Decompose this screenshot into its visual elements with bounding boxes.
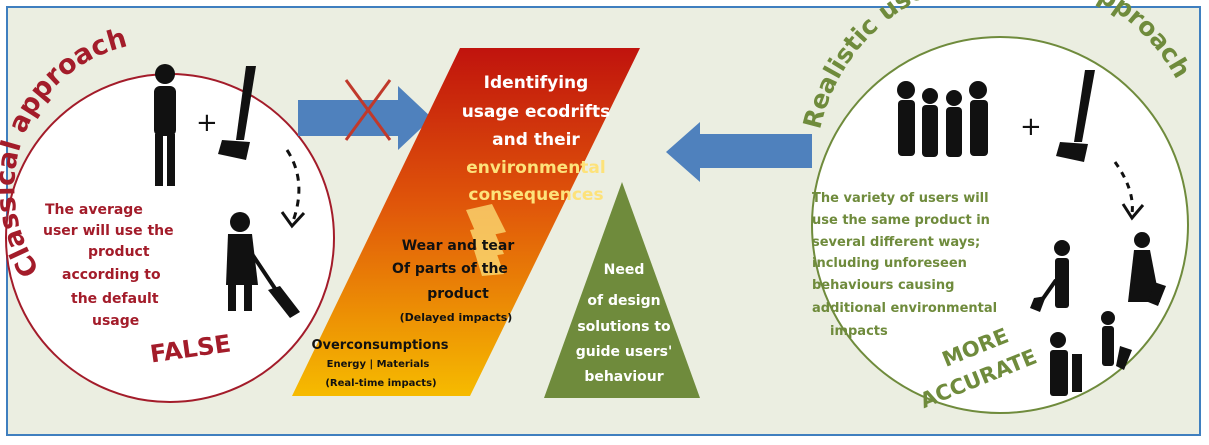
- center-heading: Identifying usage ecodrifts and their en…: [462, 73, 611, 205]
- svg-text:several different ways;: several different ways;: [812, 235, 980, 250]
- realistic-arrow: [666, 122, 812, 182]
- svg-text:impacts: impacts: [830, 324, 888, 339]
- svg-text:use the same product in: use the same product in: [812, 213, 990, 228]
- svg-text:usage: usage: [92, 313, 139, 329]
- svg-text:consequences: consequences: [468, 185, 603, 205]
- walking-person-icon: [154, 64, 176, 186]
- dashed-curved-arrow-icon-right: [1113, 161, 1145, 221]
- design-needs-triangle: [544, 182, 700, 398]
- vacuum-cleaner-icon-right: [1056, 70, 1095, 162]
- highlight-chevrons: [466, 204, 506, 276]
- ecodrift-parallelogram: [292, 48, 640, 396]
- plus-sign-right: +: [1020, 112, 1042, 142]
- plus-sign-left: +: [196, 108, 218, 138]
- varied-users-vacuuming-icon: [1030, 232, 1166, 396]
- svg-text:The variety of users will: The variety of users will: [812, 191, 989, 206]
- overconsumption-text: Overconsumptions Energy | Materials (Rea…: [311, 338, 448, 389]
- svg-text:the default: the default: [71, 291, 159, 307]
- svg-text:Need: Need: [604, 262, 645, 278]
- cross-out-icon: [344, 79, 392, 141]
- svg-text:behaviour: behaviour: [584, 369, 663, 385]
- svg-text:(Delayed impacts): (Delayed impacts): [400, 311, 513, 324]
- classical-arrow: [298, 86, 432, 150]
- svg-text:Energy | Materials: Energy | Materials: [327, 359, 430, 370]
- svg-text:behaviours causing: behaviours causing: [812, 278, 954, 293]
- dashed-curved-arrow-icon-left: [280, 149, 306, 229]
- classical-description: The average user will use the product ac…: [43, 202, 174, 329]
- svg-text:guide users': guide users': [576, 344, 673, 360]
- svg-text:Overconsumptions: Overconsumptions: [311, 338, 448, 353]
- svg-text:including unforeseen: including unforeseen: [812, 256, 967, 271]
- svg-text:of design: of design: [587, 293, 660, 309]
- svg-text:user will use the: user will use the: [43, 223, 174, 239]
- svg-text:product: product: [427, 286, 489, 302]
- svg-text:according to: according to: [62, 267, 161, 283]
- svg-text:solutions to: solutions to: [577, 319, 671, 335]
- group-of-people-icon: [897, 81, 988, 157]
- svg-text:Wear and tear: Wear and tear: [402, 238, 515, 254]
- svg-text:Of parts of the: Of parts of the: [392, 261, 508, 277]
- svg-text:usage ecodrifts: usage ecodrifts: [462, 102, 611, 122]
- wear-and-tear-text: Wear and tear Of parts of the product (D…: [392, 238, 514, 324]
- realistic-description: The variety of users will use the same p…: [812, 191, 997, 339]
- svg-text:additional environmental: additional environmental: [812, 301, 997, 316]
- triangle-text: Need of design solutions to guide users'…: [576, 262, 673, 385]
- person-vacuuming-icon-left: [226, 212, 300, 318]
- vacuum-cleaner-icon-left: [218, 66, 256, 160]
- svg-text:product: product: [88, 244, 150, 260]
- svg-text:Identifying: Identifying: [484, 73, 589, 93]
- svg-text:The average: The average: [45, 202, 143, 218]
- svg-text:and their: and their: [492, 130, 580, 150]
- svg-text:environmental: environmental: [466, 158, 605, 178]
- svg-text:(Real-time impacts): (Real-time impacts): [325, 378, 436, 389]
